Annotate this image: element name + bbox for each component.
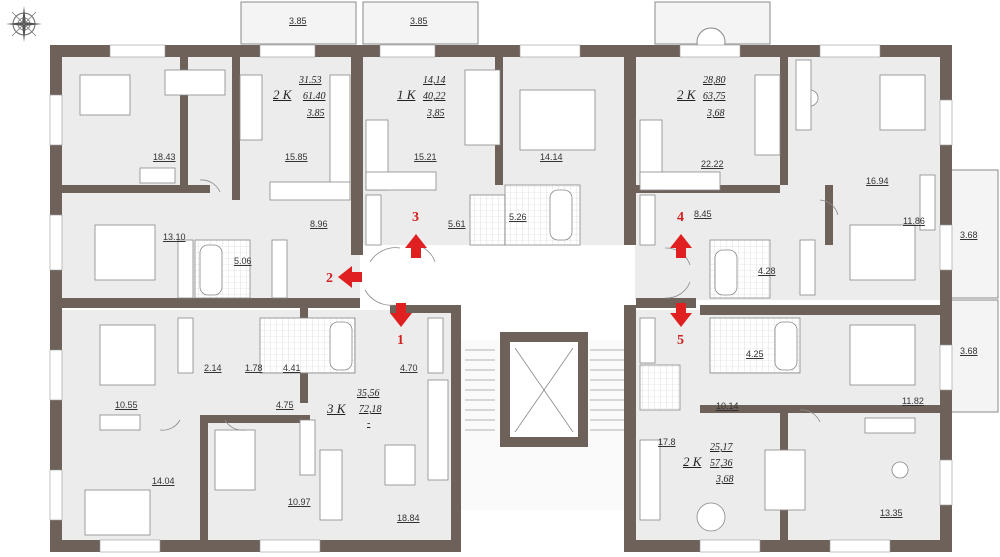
- room-area: 14.14: [540, 152, 563, 162]
- room-area: 4.70: [400, 363, 418, 373]
- balcony-area-top-left: 3.85: [289, 16, 307, 26]
- unit-balcony-area: 3,68: [707, 108, 725, 119]
- balcony-top-center: [362, 1, 479, 45]
- furniture-tables: [384, 89, 909, 532]
- closets: [99, 59, 936, 476]
- unit-living-area: 35,56: [357, 388, 380, 399]
- exit-number-5: 5: [677, 333, 684, 348]
- unit-type: 2 К: [683, 454, 702, 469]
- unit-type: 2 К: [273, 87, 292, 102]
- room-area: 16.94: [866, 176, 889, 186]
- room-area: 4.28: [758, 266, 776, 276]
- room-area: 18.84: [397, 513, 420, 523]
- unit-balcony-area: 3,68: [716, 474, 734, 485]
- unit-type: 3 К: [327, 401, 346, 416]
- exit-number-2: 2: [326, 271, 333, 286]
- door-swings: [159, 179, 839, 431]
- unit-balcony-area: 3.85: [307, 108, 325, 119]
- room-area: 14.04: [152, 476, 175, 486]
- room-area: 1.78: [245, 363, 263, 373]
- exit-number-4: 4: [677, 210, 684, 225]
- unit-total-area: 72,18: [359, 404, 382, 415]
- room-area: 8.45: [694, 209, 712, 219]
- windows: [49, 44, 953, 553]
- furniture-beds: [79, 74, 926, 536]
- compass-rose-icon: [6, 6, 42, 42]
- exit-arrow-1: [390, 303, 412, 327]
- room-area: 15.21: [414, 152, 437, 162]
- stair-core: [460, 332, 635, 510]
- exit-number-3: 3: [412, 210, 419, 225]
- unit-total-area: 57,36: [710, 458, 733, 469]
- unit-living-area: 25,17: [710, 442, 733, 453]
- room-area: 11.86: [903, 216, 925, 226]
- room-area: 17.8: [658, 437, 676, 447]
- room-area: 10.14: [716, 401, 739, 411]
- exit-arrow-2: [338, 266, 362, 288]
- exit-arrows: [338, 234, 692, 327]
- room-area: 4.25: [746, 349, 764, 359]
- balcony-top-right: [654, 1, 771, 57]
- balcony-area-right-lower: 3.68: [960, 346, 978, 356]
- unit-total-area: 61.40: [303, 91, 326, 102]
- room-area: 5.61: [448, 219, 466, 229]
- room-area: 11.82: [902, 396, 924, 406]
- room-area: 10.55: [115, 400, 138, 410]
- room-area: 2.14: [204, 363, 222, 373]
- unit-balcony-area: 3,85: [427, 108, 445, 119]
- unit-total-area: 63,75: [703, 91, 726, 102]
- room-area: 4.75: [276, 400, 294, 410]
- unit-living-area: 31.53: [299, 75, 322, 86]
- bathtubs: [199, 189, 798, 371]
- unit-type: 2 К: [677, 87, 696, 102]
- room-area: 8.96: [310, 219, 328, 229]
- exit-arrow-5: [670, 303, 692, 327]
- furniture-sofas: [164, 69, 806, 521]
- unit-living-area: 28,80: [703, 75, 726, 86]
- balcony-area-top-center: 3.85: [410, 16, 428, 26]
- exit-arrow-4: [670, 234, 692, 258]
- balcony-area-right-upper: 3.68: [960, 230, 978, 240]
- exit-number-1: 1: [397, 333, 404, 348]
- balcony-right: [950, 169, 999, 413]
- room-area: 15.85: [285, 152, 308, 162]
- room-area: 4.41: [283, 363, 301, 373]
- unit-balcony-area: -: [367, 418, 371, 429]
- room-area: 13.35: [880, 508, 903, 518]
- unit-total-area: 40,22: [423, 91, 446, 102]
- room-area: 22.22: [701, 159, 724, 169]
- room-area: 18.43: [153, 152, 176, 162]
- unit-type: 1 К: [397, 87, 416, 102]
- room-area: 5.06: [234, 256, 252, 266]
- unit-living-area: 14,14: [423, 75, 446, 86]
- room-area: 13.10: [163, 232, 186, 242]
- exit-arrow-3: [405, 234, 427, 258]
- room-area: 5.26: [509, 212, 527, 222]
- kitchen-counters: [269, 74, 721, 521]
- room-area: 10.97: [288, 497, 311, 507]
- balcony-top-left: [240, 1, 357, 45]
